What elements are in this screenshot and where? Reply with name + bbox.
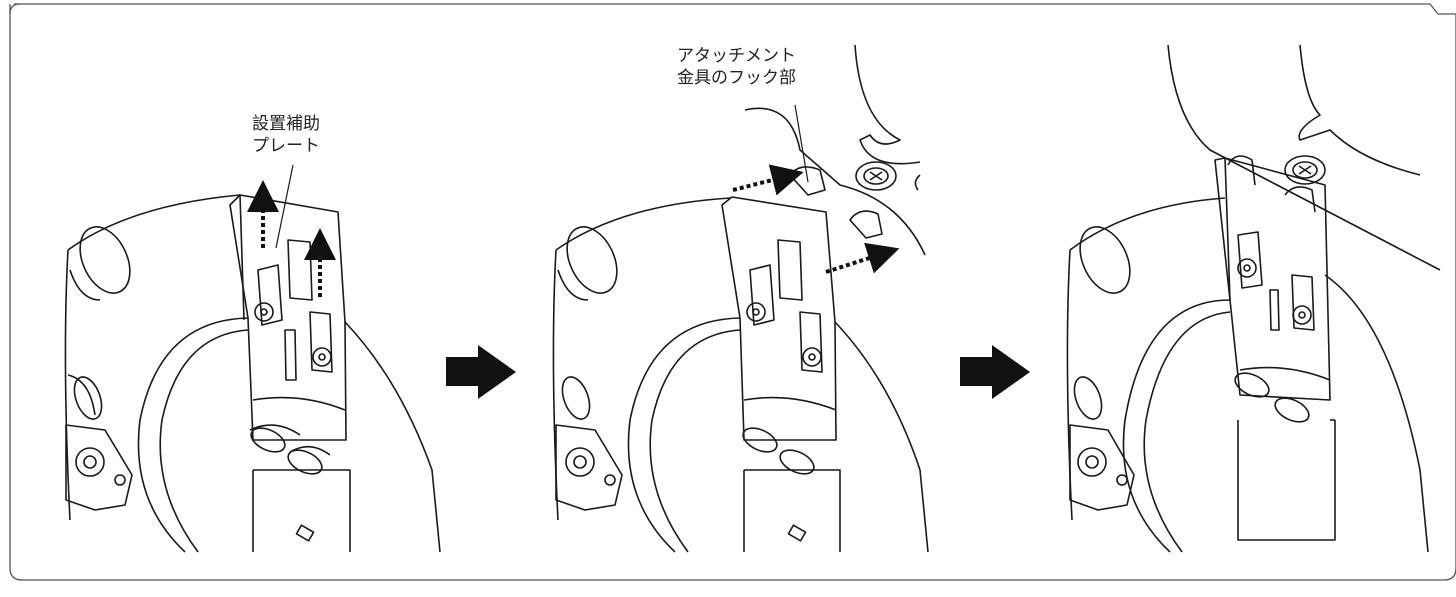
camera-ring-inner: [137, 317, 249, 553]
label-auxiliary-plate: 設置補助 プレート: [252, 113, 320, 157]
screw: [312, 347, 332, 367]
panel-step-2: [552, 44, 929, 553]
dome-bump: [79, 226, 131, 294]
auxiliary-plate: [229, 194, 347, 441]
screw: [254, 302, 274, 322]
right-arrow-icon: [960, 345, 1030, 399]
attachment-bracket: [854, 44, 921, 165]
side-connector: [65, 424, 133, 511]
right-arrow-icon: [446, 345, 516, 399]
label-line: 設置補助: [252, 114, 320, 134]
leader-line: [794, 104, 809, 183]
label-line: プレート: [252, 136, 320, 156]
right-arrow-dotted: [825, 242, 900, 274]
label-line: アタッチメント: [677, 46, 796, 66]
leader-line: [275, 164, 294, 249]
panel-step-3: [1066, 44, 1441, 553]
label-bracket-hook: アタッチメント 金具のフック部: [677, 45, 796, 89]
screw: [855, 161, 897, 191]
label-line: 金具のフック部: [677, 68, 796, 88]
frame-border: [9, 3, 1456, 581]
camera-body-outer: [67, 194, 241, 251]
right-arrow-dotted: [732, 164, 804, 196]
bracket-hook: [849, 210, 883, 239]
panel-step-1: [64, 164, 441, 553]
